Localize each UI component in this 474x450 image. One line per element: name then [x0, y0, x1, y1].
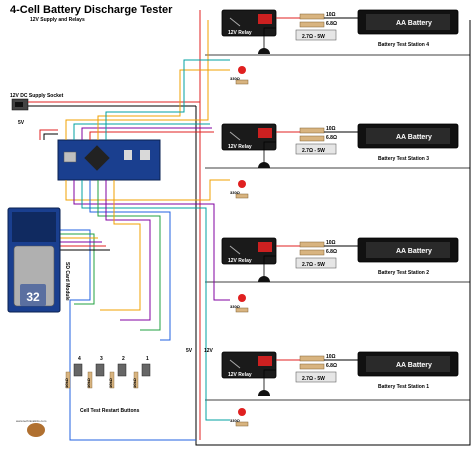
load-resistor-label: 2.7Ω - 5W	[302, 34, 325, 40]
resistor-10-ohm-label: 10Ω	[326, 126, 336, 132]
battery-label: AA Battery	[396, 134, 432, 141]
led-indicator	[238, 408, 246, 416]
pulldown-resistor-label: 10kΩ	[108, 377, 113, 388]
restart-button[interactable]: 2 10kΩ	[108, 356, 127, 389]
led-resistor-label: 330Ω	[230, 418, 241, 423]
rail-label-12v: 12V	[204, 348, 214, 354]
sd-card-number: 32	[26, 290, 40, 304]
diagram-title: 4-Cell Battery Discharge Tester	[10, 4, 173, 16]
diagram-subtitle: 12V Supply and Relays	[30, 17, 85, 23]
sd-module-label: SD Card Module	[64, 262, 70, 301]
button-number-label: 1	[146, 356, 149, 362]
watermark: www.technicalinfo.com	[16, 419, 47, 437]
load-resistor-label: 2.7Ω - 5W	[302, 262, 325, 268]
power-rails	[28, 10, 471, 446]
supply-voltage-label: 5V	[18, 120, 25, 126]
load-resistor	[295, 143, 337, 155]
restart-buttons-label: Cell Test Restart Buttons	[80, 408, 140, 414]
station-name-label: Battery Test Station 4	[378, 42, 429, 48]
battery-station: 12V Relay 330Ω 10Ω 6.8Ω 2.7Ω - 5W AA BatteryB…	[221, 351, 459, 427]
relay-label: 12V Relay	[228, 30, 252, 36]
resistor-6-8-ohm-label: 6.8Ω	[326, 363, 337, 369]
relay-label: 12V Relay	[228, 144, 252, 150]
transistor	[258, 48, 270, 54]
resistor-10-ohm-label: 10Ω	[326, 12, 336, 18]
transistor	[258, 162, 270, 168]
resistor-10-ohm-label: 10Ω	[326, 240, 336, 246]
battery-label: AA Battery	[396, 248, 432, 255]
restart-buttons: 4 10kΩ 3 10kΩ 2 10kΩ 1 10kΩ	[64, 356, 151, 389]
pulldown-resistor-label: 10kΩ	[132, 377, 137, 388]
led-resistor-label: 330Ω	[230, 190, 241, 195]
watermark-text: www.technicalinfo.com	[16, 419, 47, 423]
led-indicator	[238, 66, 246, 74]
push-button[interactable]	[73, 363, 83, 377]
station-name-label: Battery Test Station 3	[378, 156, 429, 162]
relay-label: 12V Relay	[228, 258, 252, 264]
resistor-6-8-ohm-label: 6.8Ω	[326, 21, 337, 27]
sd-card-module: 32 SD Card Module	[7, 207, 70, 313]
pulldown-resistor-label: 10kΩ	[64, 377, 69, 388]
transistor	[258, 390, 270, 396]
supply-socket-label: 12V DC Supply Socket	[10, 93, 64, 99]
load-resistor	[295, 29, 337, 41]
battery-station: 12V Relay 330Ω 10Ω 6.8Ω 2.7Ω - 5W AA BatteryB…	[221, 9, 459, 85]
load-resistor	[295, 371, 337, 383]
button-number-label: 2	[122, 356, 125, 362]
restart-button[interactable]: 1 10kΩ	[132, 356, 151, 389]
battery-label: AA Battery	[396, 20, 432, 27]
station-name-label: Battery Test Station 1	[378, 384, 429, 390]
signal-wires	[39, 20, 230, 441]
load-resistor-label: 2.7Ω - 5W	[302, 148, 325, 154]
battery-label: AA Battery	[396, 362, 432, 369]
button-number-label: 4	[78, 356, 81, 362]
resistor-6-8-ohm-label: 6.8Ω	[326, 249, 337, 255]
led-resistor-label: 330Ω	[230, 304, 241, 309]
button-number-label: 3	[100, 356, 103, 362]
restart-button[interactable]: 4 10kΩ	[64, 356, 83, 389]
dc-supply-socket: 12V DC Supply Socket 5V	[10, 93, 64, 126]
resistor-10-ohm-label: 10Ω	[326, 354, 336, 360]
relay-label: 12V Relay	[228, 372, 252, 378]
microcontroller-board	[57, 139, 161, 181]
pulldown-resistor-label: 10kΩ	[86, 377, 91, 388]
led-indicator	[238, 294, 246, 302]
station-name-label: Battery Test Station 2	[378, 270, 429, 276]
push-button[interactable]	[95, 363, 105, 377]
push-button[interactable]	[117, 363, 127, 377]
push-button[interactable]	[141, 363, 151, 377]
transistor	[258, 276, 270, 282]
load-resistor-label: 2.7Ω - 5W	[302, 376, 325, 382]
restart-button[interactable]: 3 10kΩ	[86, 356, 105, 389]
load-resistor	[295, 257, 337, 269]
led-indicator	[238, 180, 246, 188]
battery-station: 12V Relay 330Ω 10Ω 6.8Ω 2.7Ω - 5W AA BatteryB…	[221, 237, 459, 313]
resistor-6-8-ohm-label: 6.8Ω	[326, 135, 337, 141]
led-resistor-label: 330Ω	[230, 76, 241, 81]
rail-label-5v: 5V	[186, 348, 193, 354]
battery-station: 12V Relay 330Ω 10Ω 6.8Ω 2.7Ω - 5W AA BatteryB…	[221, 123, 459, 199]
